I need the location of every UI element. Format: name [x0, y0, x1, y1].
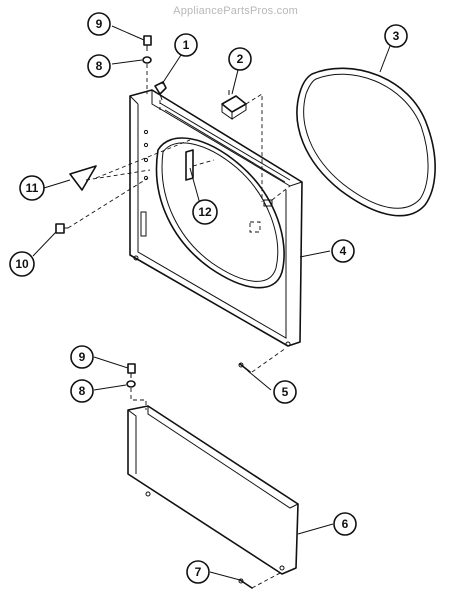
lower-access-panel[interactable]	[127, 405, 299, 575]
leader-lines	[32, 25, 391, 581]
callout-9-bottom-label: 9	[79, 350, 86, 364]
part-8-washer-top[interactable]	[142, 56, 152, 64]
callout-4-label: 4	[340, 244, 347, 258]
part-8-washer-bottom[interactable]	[126, 380, 136, 388]
callout-7: 7	[186, 560, 210, 584]
callout-11-label: 11	[26, 181, 39, 195]
part-7-screw[interactable]	[238, 578, 253, 589]
callout-12: 12	[192, 199, 218, 225]
callout-5-label: 5	[282, 385, 289, 399]
callout-8-top: 8	[87, 54, 111, 78]
part-1-clip[interactable]	[154, 81, 167, 101]
callout-9-top: 9	[87, 12, 111, 36]
callout-8-bottom-label: 8	[79, 384, 86, 398]
callout-8-top-label: 8	[96, 59, 103, 73]
callout-2: 2	[228, 47, 252, 71]
front-panel[interactable]	[129, 89, 303, 347]
callout-6-label: 6	[342, 517, 349, 531]
callout-9-bottom: 9	[70, 345, 94, 369]
part-11-label[interactable]	[69, 165, 97, 191]
part-9-screw-top[interactable]	[143, 35, 152, 51]
callout-6: 6	[333, 512, 357, 536]
callout-9-top-label: 9	[96, 17, 103, 31]
watermark-text: AppliancePartsPros.com	[173, 5, 298, 17]
callout-10-label: 10	[15, 257, 29, 271]
callout-10: 10	[9, 251, 35, 277]
callout-8-bottom: 8	[70, 379, 94, 403]
door-seal-gasket[interactable]	[296, 67, 436, 217]
callout-4: 4	[331, 239, 355, 263]
callout-3-label: 3	[393, 29, 400, 43]
callout-5: 5	[273, 380, 297, 404]
part-9-screw-bottom[interactable]	[127, 363, 136, 378]
part-10-latch[interactable]	[55, 223, 68, 234]
callout-11: 11	[19, 175, 45, 201]
callout-1-label: 1	[183, 38, 190, 52]
assembly-lines	[67, 64, 291, 589]
callout-12-label: 12	[198, 205, 212, 219]
part-2-switch[interactable]	[221, 90, 247, 120]
callout-7-label: 7	[195, 565, 202, 579]
callout-2-label: 2	[237, 52, 244, 66]
callout-3: 3	[384, 24, 408, 48]
callout-1: 1	[174, 33, 198, 57]
